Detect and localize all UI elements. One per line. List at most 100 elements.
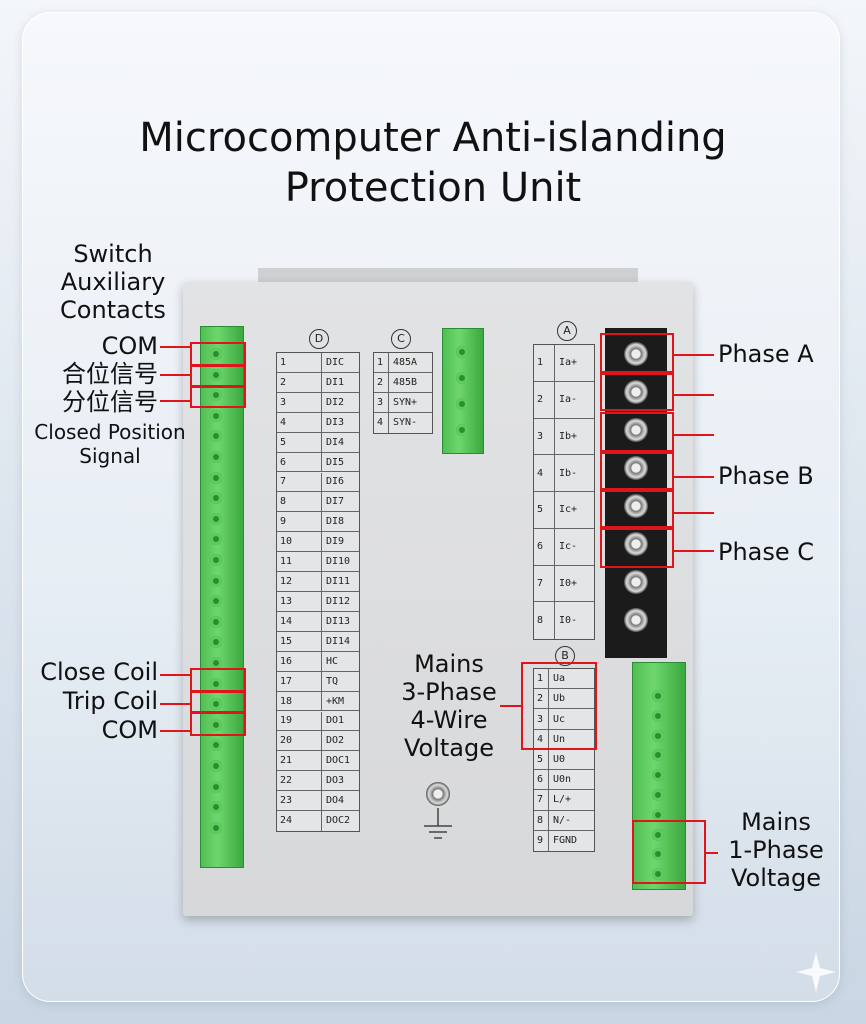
screw-icon — [624, 494, 648, 518]
highlight-phase-b-1 — [600, 412, 674, 452]
screw-icon — [624, 380, 648, 404]
row-number: 3 — [377, 397, 384, 408]
leader-phase-c-1 — [672, 512, 714, 514]
highlight-open-pos — [190, 386, 246, 408]
screw-icon — [210, 595, 222, 608]
screw-icon — [652, 749, 664, 762]
leader-phase-a — [672, 354, 714, 356]
row-number: 2 — [280, 376, 287, 388]
screw-icon — [210, 657, 222, 669]
label-com-bottom: COM — [101, 716, 158, 744]
row-label: Ua — [553, 673, 566, 685]
column-divider — [321, 572, 322, 591]
row-number: 6 — [537, 774, 544, 786]
row-number: 10 — [280, 536, 293, 548]
screw-icon — [210, 554, 222, 566]
row-number: 1 — [537, 673, 544, 685]
row-label: DO1 — [326, 715, 345, 727]
row-label: Ib+ — [559, 430, 578, 442]
highlight-phase-a-1 — [600, 333, 674, 373]
row-label: DI10 — [326, 556, 351, 568]
row-label: DI13 — [326, 615, 351, 627]
row-label: DI8 — [326, 516, 345, 528]
column-divider — [321, 811, 322, 831]
label-close-pos-cn: 合位信号 — [62, 360, 158, 388]
column-divider — [554, 528, 555, 565]
row-number: 23 — [280, 795, 293, 807]
row-label: DI1 — [326, 376, 345, 388]
table-row: 18 +KM — [277, 691, 359, 712]
row-number: 21 — [280, 755, 293, 767]
screw-icon — [210, 801, 222, 814]
leader-close-pos — [160, 374, 192, 376]
screw-icon — [210, 389, 222, 402]
table-b-id: B — [555, 646, 575, 666]
screw-icon — [210, 471, 222, 484]
row-label: DI6 — [326, 476, 345, 488]
screw-icon — [624, 418, 648, 442]
screw-icon — [210, 492, 222, 505]
column-divider — [321, 353, 322, 372]
column-divider — [321, 791, 322, 811]
screw-icon — [210, 718, 222, 731]
screw-icon — [210, 451, 222, 463]
row-label: DO4 — [326, 795, 345, 807]
column-divider — [388, 413, 389, 433]
row-label: Ic+ — [559, 504, 578, 516]
row-number: 14 — [280, 615, 293, 627]
highlight-phase-a-2 — [600, 373, 674, 411]
column-divider — [548, 749, 549, 770]
screw-icon — [624, 570, 648, 594]
row-number: 4 — [537, 467, 544, 479]
screw-icon — [652, 828, 664, 841]
switch-aux-header: Switch Auxiliary Contacts — [54, 240, 172, 324]
screw-icon — [624, 532, 648, 556]
row-label: U0n — [553, 774, 572, 786]
screw-icon — [210, 409, 222, 422]
row-number: 4 — [537, 733, 544, 745]
column-divider — [548, 689, 549, 709]
screw-icon — [210, 760, 222, 772]
row-number: 5 — [280, 436, 287, 448]
row-number: 18 — [280, 695, 293, 707]
row-label: SYN- — [393, 417, 418, 428]
title-line-1: Microcomputer Anti-islanding — [139, 115, 727, 161]
mains-1phase-line-3: Voltage — [730, 864, 822, 892]
highlight-mains-3phase — [521, 662, 597, 750]
row-number: 2 — [537, 394, 544, 406]
row-label: +KM — [326, 695, 345, 707]
highlight-close-pos — [190, 365, 246, 387]
screw-icon — [652, 808, 664, 821]
row-number: 15 — [280, 635, 293, 647]
row-label: Uc — [553, 713, 566, 725]
row-label: DI2 — [326, 396, 345, 408]
column-divider — [321, 592, 322, 611]
column-divider — [554, 345, 555, 381]
column-divider — [548, 790, 549, 810]
row-number: 6 — [537, 541, 544, 553]
screw-icon — [210, 821, 222, 834]
column-divider — [321, 432, 322, 452]
highlight-mains-1phase — [632, 820, 706, 884]
screw-icon — [624, 342, 648, 366]
mains-3phase-line-3: 4-Wire — [410, 706, 488, 734]
row-number: 6 — [280, 456, 287, 468]
highlight-close-coil — [190, 668, 246, 692]
row-label: Ub — [553, 693, 566, 705]
table-c-id: C — [391, 329, 411, 349]
row-number: 4 — [280, 416, 287, 428]
row-label: DO2 — [326, 735, 345, 747]
